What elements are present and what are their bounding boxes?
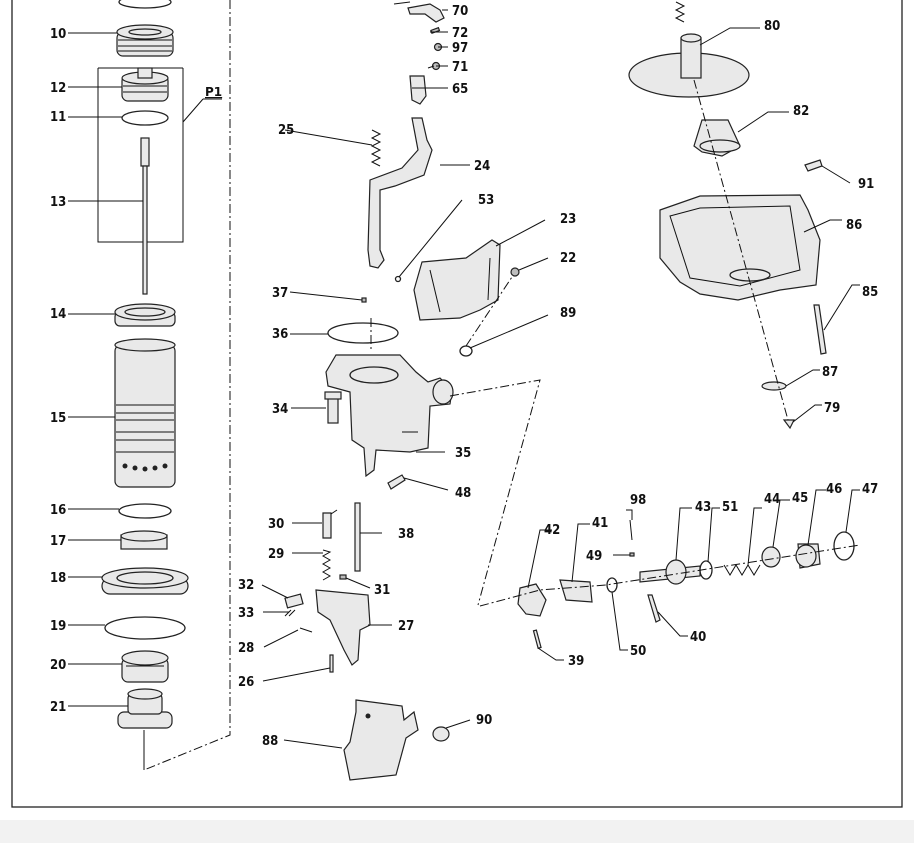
label-part-97: 97 (452, 41, 468, 56)
part-12-piston-head (121, 67, 169, 102)
label-part-28: 28 (238, 641, 254, 656)
label-part-36: 36 (272, 327, 288, 342)
label-part-90: 90 (476, 713, 492, 728)
label-part-82: 82 (793, 104, 809, 119)
label-part-22: 22 (560, 251, 576, 266)
label-part-19: 19 (50, 619, 66, 634)
part-16-o-ring (118, 503, 172, 519)
part-10-seal-ring-stack (116, 24, 174, 57)
label-part-33: 33 (238, 606, 254, 621)
part-18-plate (101, 567, 189, 595)
label-part-10: 10 (50, 27, 66, 42)
left-column-parts (68, 0, 231, 771)
part-21-base-cap (117, 688, 173, 729)
label-part-70: 70 (452, 4, 468, 19)
label-part-72: 72 (452, 26, 468, 41)
label-part-34: 34 (272, 402, 288, 417)
part-15-cylinder (114, 338, 176, 488)
label-part-80: 80 (764, 19, 780, 34)
label-part-38: 38 (398, 527, 414, 542)
label-part-29: 29 (268, 547, 284, 562)
callout-labels: 10 12 11 13 14 15 16 17 18 19 20 21 P1 7… (50, 4, 878, 749)
label-part-49: 49 (586, 549, 602, 564)
label-part-21: 21 (50, 700, 66, 715)
label-part-46: 46 (826, 482, 842, 497)
label-part-26: 26 (238, 675, 254, 690)
label-part-79: 79 (824, 401, 840, 416)
part-14-bumper (114, 303, 176, 327)
label-part-45: 45 (792, 491, 808, 506)
head-cap-parts (628, 1, 860, 430)
label-part-48: 48 (455, 486, 471, 501)
label-part-71: 71 (452, 60, 468, 75)
part-20-valve-body (121, 650, 169, 683)
label-part-86: 86 (846, 218, 862, 233)
label-part-85: 85 (862, 285, 878, 300)
label-part-20: 20 (50, 658, 66, 673)
label-part-24: 24 (474, 159, 490, 174)
label-part-15: 15 (50, 411, 66, 426)
label-part-53: 53 (478, 193, 494, 208)
middle-top-parts (284, 1, 470, 283)
label-part-18: 18 (50, 571, 66, 586)
label-part-32: 32 (238, 578, 254, 593)
label-part-25: 25 (278, 123, 294, 138)
part-13-driver-blade (140, 137, 150, 295)
label-part-42: 42 (544, 523, 560, 538)
label-part-30: 30 (268, 517, 284, 532)
label-part-51: 51 (722, 500, 738, 515)
label-part-31: 31 (374, 583, 390, 598)
label-part-39: 39 (568, 654, 584, 669)
valve-assembly-parts (479, 489, 861, 661)
part-17-sleeve (120, 530, 168, 550)
label-part-47: 47 (862, 482, 878, 497)
label-part-50: 50 (630, 644, 646, 659)
middle-housing-parts (289, 219, 549, 606)
label-part-23: 23 (560, 212, 576, 227)
label-part-43: 43 (695, 500, 711, 515)
label-part-14: 14 (50, 307, 66, 322)
label-part-16: 16 (50, 503, 66, 518)
label-part-27: 27 (398, 619, 414, 634)
label-part-91: 91 (858, 177, 874, 192)
label-part-88: 88 (262, 734, 278, 749)
label-part-41: 41 (592, 516, 608, 531)
label-part-35: 35 (455, 446, 471, 461)
label-part-98: 98 (630, 493, 646, 508)
label-part-40: 40 (690, 630, 706, 645)
guard-parts (283, 699, 471, 781)
label-part-87: 87 (822, 365, 838, 380)
label-part-65: 65 (452, 82, 468, 97)
label-part-11: 11 (50, 110, 66, 125)
label-part-13: 13 (50, 195, 66, 210)
trigger-parts (261, 502, 392, 682)
part-11-o-ring (121, 110, 169, 126)
label-part-12: 12 (50, 81, 66, 96)
label-part-44: 44 (764, 492, 780, 507)
label-part-37: 37 (272, 286, 288, 301)
page-footer-strip (0, 820, 914, 843)
label-part-17: 17 (50, 534, 66, 549)
part-19-o-ring (104, 616, 186, 640)
label-group-p1: P1 (205, 85, 222, 99)
label-part-89: 89 (560, 306, 576, 321)
